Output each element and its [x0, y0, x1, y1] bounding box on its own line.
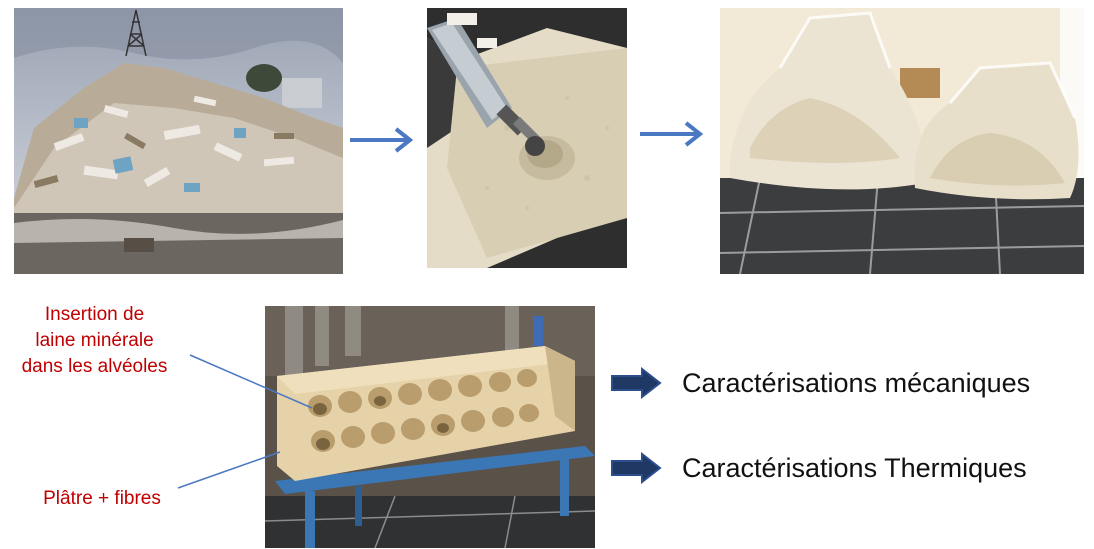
result-mechanical: Caractérisations mécaniques [610, 367, 1030, 399]
grinding-powder-photo [427, 8, 627, 268]
result-thermal: Caractérisations Thermiques [610, 452, 1027, 484]
flow-arrow-icon [350, 127, 414, 153]
block-arrow-icon [611, 367, 662, 399]
block-arrow-icon [611, 452, 662, 484]
result-thermal-label: Caractérisations Thermiques [682, 452, 1027, 483]
insertion-annotation: Insertion de laine minérale dans les alv… [21, 304, 168, 377]
powder-bags-photo [720, 8, 1084, 274]
platre-annotation: Plâtre + fibres [43, 488, 161, 509]
flow-arrow-icon [640, 121, 704, 147]
result-mechanical-label: Caractérisations mécaniques [682, 367, 1031, 398]
rubble-pile-photo [14, 8, 343, 274]
perforated-brick-photo [265, 306, 595, 548]
